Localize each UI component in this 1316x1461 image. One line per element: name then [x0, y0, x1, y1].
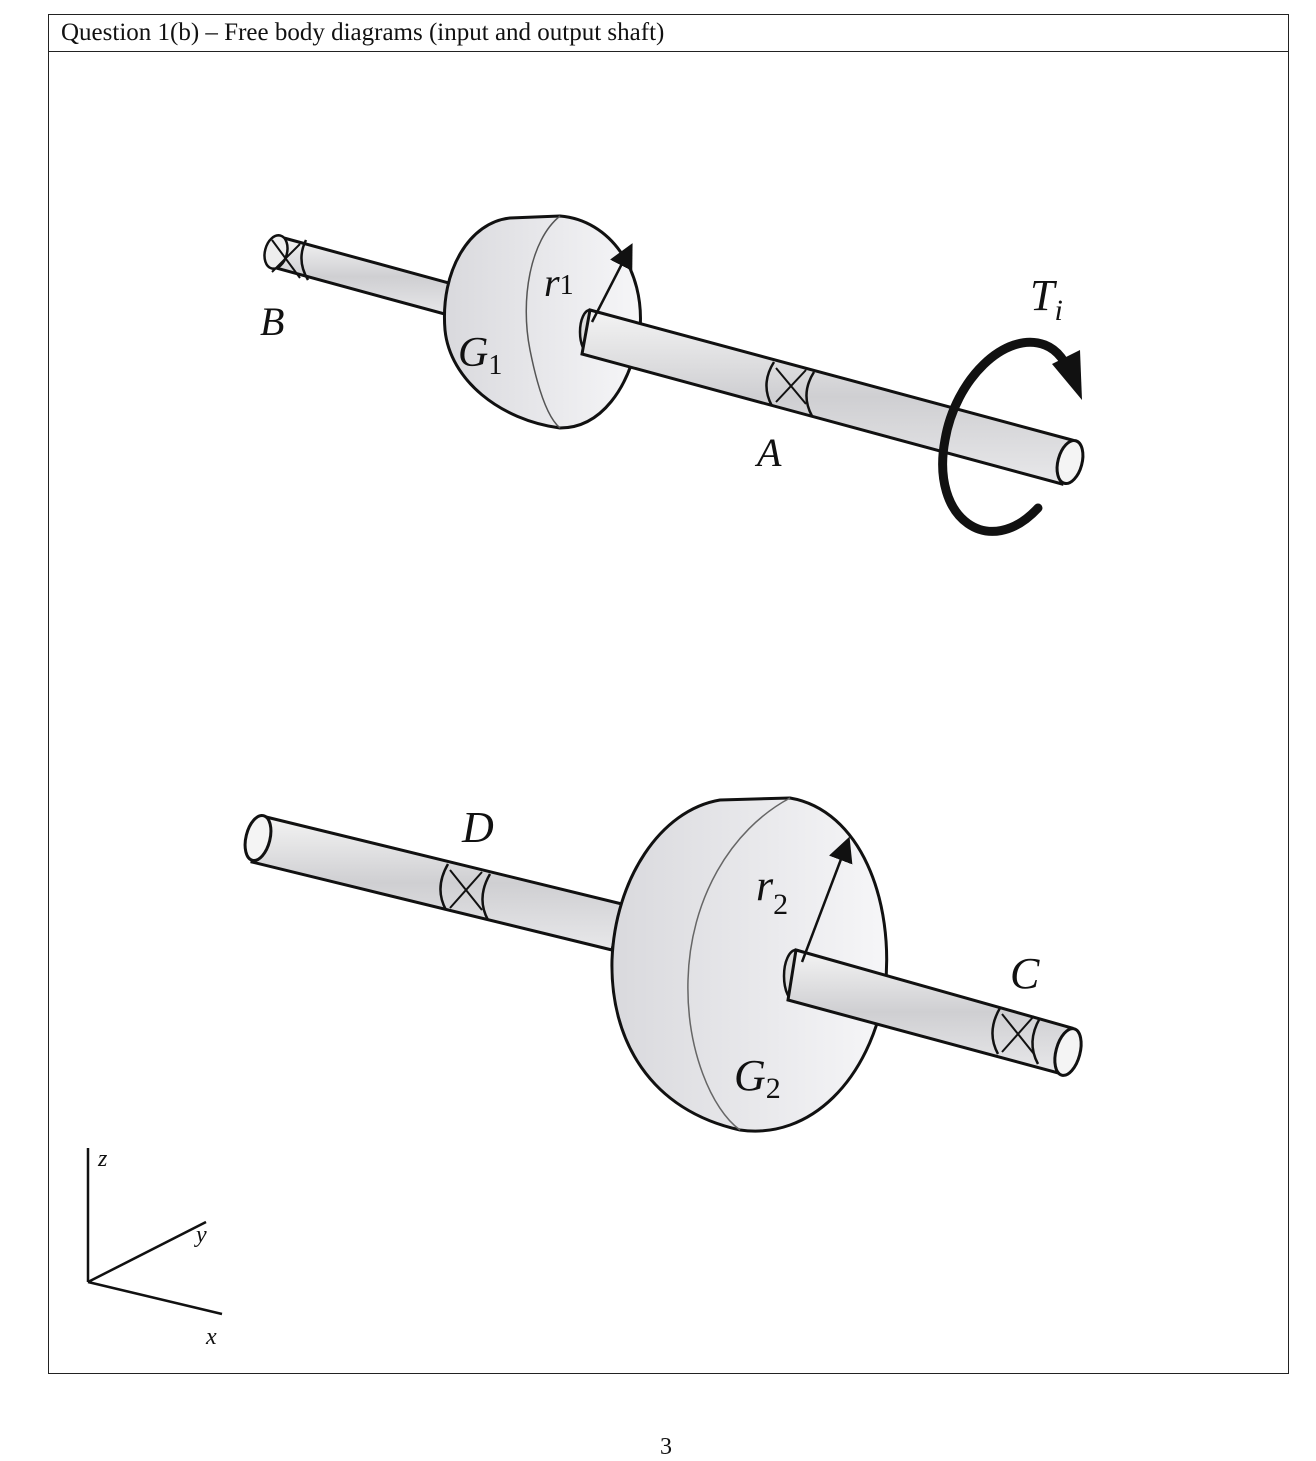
bearing-b	[263, 234, 310, 281]
label-r1-main: r	[544, 260, 560, 305]
output-shaft-assembly: D C G2 r2	[243, 796, 1083, 1133]
bearing-a	[765, 361, 816, 417]
label-c: C	[1010, 949, 1040, 998]
label-g1: G1	[458, 330, 502, 381]
label-g1-sub: 1	[488, 350, 502, 381]
question-title: Question 1(b) – Free body diagrams (inpu…	[61, 19, 665, 46]
label-y: y	[194, 1222, 207, 1248]
radius-r1-arrow	[590, 243, 633, 323]
radius-r2-arrow	[800, 836, 853, 963]
x-axis	[87, 1280, 223, 1316]
label-d: D	[461, 803, 494, 852]
label-g2: G2	[734, 1051, 781, 1105]
label-a: A	[754, 430, 782, 475]
label-r2-main: r	[756, 861, 774, 910]
label-ti: Ti	[1030, 271, 1063, 327]
label-r2-sub: 2	[773, 888, 788, 921]
torque-ti-arrow	[938, 337, 1082, 536]
input-shaft-right-segment	[580, 308, 1085, 486]
figure-frame: Question 1(b) – Free body diagrams (inpu…	[48, 14, 1289, 1374]
label-r2: r2	[756, 861, 788, 921]
label-g2-sub: 2	[766, 1072, 781, 1105]
output-shaft-left-segment	[243, 813, 624, 952]
label-r1-sub: 1	[560, 270, 574, 301]
label-b: B	[260, 299, 284, 344]
coordinate-axes: z y x	[86, 1146, 223, 1350]
label-g2-main: G	[734, 1051, 766, 1100]
page-number: 3	[660, 1434, 672, 1460]
input-shaft-assembly: B A G1 r1 Ti	[260, 214, 1085, 536]
label-z: z	[97, 1146, 108, 1172]
bearing-d	[439, 863, 492, 921]
label-x: x	[205, 1324, 217, 1350]
output-shaft-right-segment	[786, 948, 1083, 1077]
question-header: Question 1(b) – Free body diagrams (inpu…	[49, 15, 1288, 52]
bearing-c	[991, 1007, 1042, 1065]
label-r1: r1	[544, 260, 574, 305]
label-g1-main: G	[458, 330, 488, 376]
label-ti-main: T	[1030, 271, 1058, 320]
label-ti-sub: i	[1054, 294, 1062, 327]
y-axis	[87, 1220, 207, 1284]
